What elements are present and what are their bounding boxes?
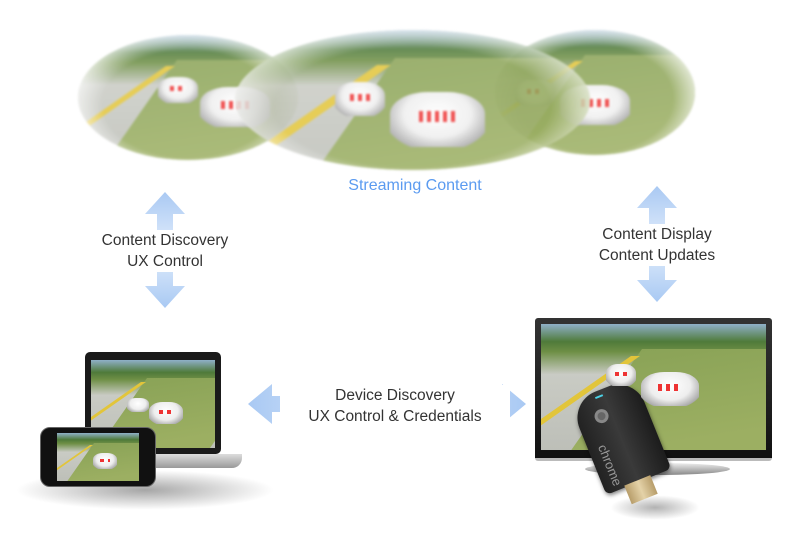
label-line-2: UX Control — [127, 253, 203, 270]
label-line-2: UX Control & Credentials — [308, 408, 482, 425]
cloud-sender-label: Content Discovery UX Control — [70, 230, 260, 272]
sender-receiver-label: Device Discovery UX Control & Credential… — [280, 385, 510, 427]
phone — [40, 427, 156, 487]
cloud-receiver-label: Content Display Content Updates — [562, 224, 752, 266]
label-line-2: Content Updates — [598, 247, 716, 264]
status-light — [594, 394, 604, 400]
label-line-1: Content Display — [602, 226, 712, 243]
label-line-1: Device Discovery — [335, 387, 455, 404]
cloud-center — [235, 30, 590, 170]
streaming-content-label: Streaming Content — [348, 177, 482, 194]
chromecast-shadow — [610, 495, 700, 520]
phone-screen — [57, 433, 139, 481]
label-line-1: Content Discovery — [101, 232, 229, 249]
chromecast-brand: chrome — [594, 442, 626, 489]
chrome-logo-icon — [592, 407, 611, 426]
